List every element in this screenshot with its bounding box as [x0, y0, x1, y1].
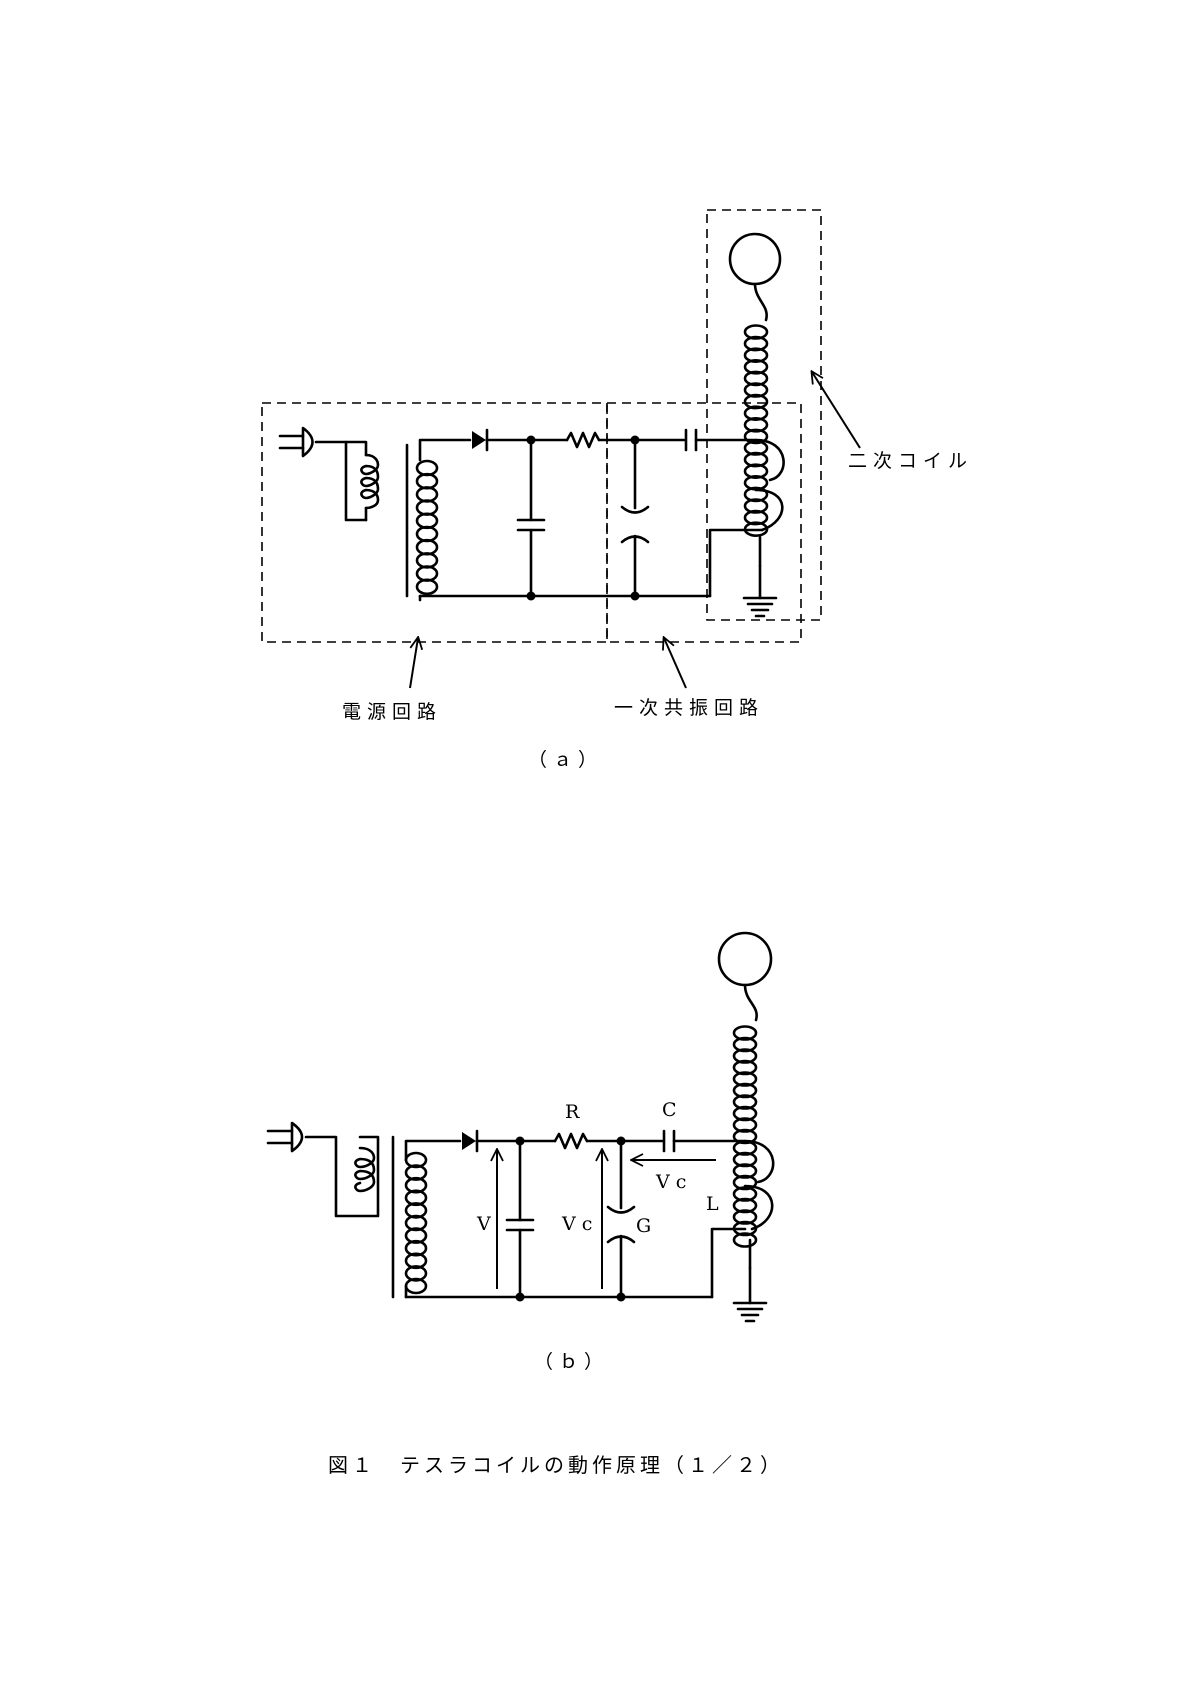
- coil-turn: [404, 1189, 428, 1207]
- plug-icon: [278, 426, 380, 522]
- node-dot: [630, 591, 640, 601]
- coil-turn: [743, 416, 769, 433]
- primary-coil-icon: [754, 438, 785, 532]
- coil-turn: [732, 1071, 758, 1087]
- coil-turn: [732, 1094, 758, 1110]
- label-Vc-left: Vc: [561, 1213, 598, 1235]
- figure-b: R C V Vc Vc G L （ｂ）: [266, 931, 775, 1373]
- coil-turn: [404, 1265, 428, 1282]
- arrow: [409, 638, 418, 689]
- coil-turn: [732, 1036, 758, 1053]
- secondary-coil-icon: [732, 1025, 758, 1270]
- coil-turn: [743, 335, 769, 352]
- filter-capacitor-icon: [505, 1139, 535, 1299]
- coil-turn: [732, 1232, 758, 1248]
- coil-turn: [415, 459, 439, 477]
- secondary-coil-box: [706, 209, 822, 621]
- coil-turn: [732, 1128, 758, 1145]
- coil-turn: [404, 1164, 428, 1181]
- coil-turn: [732, 1174, 758, 1191]
- label-V: V: [476, 1213, 491, 1235]
- coil-turn: [743, 324, 769, 340]
- coil-turn: [404, 1252, 428, 1270]
- coil-turn: [732, 1163, 758, 1179]
- top-load-icon: [728, 232, 782, 286]
- coil-turn: [743, 405, 769, 422]
- node-dot: [526, 591, 536, 601]
- coil-turn: [404, 1202, 428, 1219]
- coil-turn: [743, 509, 769, 526]
- coil-turn: [732, 1082, 758, 1099]
- coil-turn: [743, 440, 769, 456]
- coil-turn: [732, 1105, 758, 1122]
- spark-gap-icon: [606, 1139, 636, 1299]
- arrow: [664, 638, 687, 689]
- coil-turn: [743, 393, 769, 410]
- node-dot: [616, 1292, 626, 1302]
- primary-winding-icon: [354, 1146, 376, 1193]
- primary-capacitor-icon: [662, 1129, 676, 1153]
- label-C: C: [662, 1099, 677, 1121]
- coil-turn: [404, 1214, 428, 1232]
- coil-turn: [743, 498, 769, 514]
- label-L: L: [706, 1193, 719, 1215]
- coil-turn: [743, 451, 769, 468]
- transformer-secondary-icon: [415, 459, 439, 602]
- diode-icon: [472, 428, 489, 452]
- coil-turn: [732, 1197, 758, 1214]
- label-R: R: [565, 1101, 580, 1123]
- coil-turn: [743, 486, 769, 503]
- coil-turn: [732, 1059, 758, 1076]
- coil-turn: [404, 1176, 428, 1194]
- label-G: G: [636, 1215, 651, 1237]
- primary-capacitor-icon: [684, 428, 698, 452]
- primary-winding-icon: [360, 453, 380, 510]
- resistor-icon: [565, 431, 601, 449]
- coil-turn: [743, 347, 769, 364]
- label-Vc-right: Vc: [655, 1171, 692, 1193]
- spark-gap-icon: [620, 438, 650, 598]
- transformer-secondary-icon: [404, 1151, 428, 1299]
- coil-turn: [743, 463, 769, 480]
- coil-turn: [732, 1209, 758, 1225]
- sublabel-a: （ａ）: [528, 749, 603, 771]
- coil-turn: [743, 382, 769, 398]
- coil-turn: [404, 1239, 428, 1257]
- primary-coil-icon: [743, 1139, 775, 1231]
- coil-turn: [732, 1186, 758, 1202]
- coil-turn: [732, 1048, 758, 1064]
- figure-a: 二次コイル 電源回路 一次共振回路 （ａ）: [261, 209, 973, 771]
- coil-turn: [415, 578, 439, 596]
- plug-icon: [266, 1121, 380, 1218]
- coil-turn: [743, 358, 769, 375]
- secondary-coil-icon: [743, 324, 769, 568]
- label-secondary-coil: 二次コイル: [848, 450, 973, 472]
- coil-turn: [404, 1227, 428, 1244]
- diode-icon: [462, 1129, 479, 1153]
- top-load-icon: [717, 931, 773, 987]
- label-power-circuit: 電源回路: [342, 701, 442, 723]
- sublabel-b: （ｂ）: [534, 1351, 609, 1373]
- arrow: [812, 372, 861, 449]
- power-circuit-box: [261, 402, 608, 643]
- primary-resonant-box: [606, 402, 802, 643]
- coil-turn: [743, 428, 769, 445]
- ground-icon: [732, 1266, 768, 1323]
- label-primary-resonant: 一次共振回路: [614, 697, 764, 719]
- ground-icon: [742, 564, 778, 618]
- resistor-icon: [553, 1132, 589, 1150]
- coil-turn: [732, 1025, 758, 1041]
- coil-turn: [743, 370, 769, 387]
- figure-caption: 図１ テスラコイルの動作原理（１／２）: [328, 1453, 784, 1477]
- coil-turn: [732, 1117, 758, 1133]
- node-dot: [515, 1292, 525, 1302]
- filter-capacitor-icon: [516, 438, 546, 598]
- coil-turn: [732, 1151, 758, 1168]
